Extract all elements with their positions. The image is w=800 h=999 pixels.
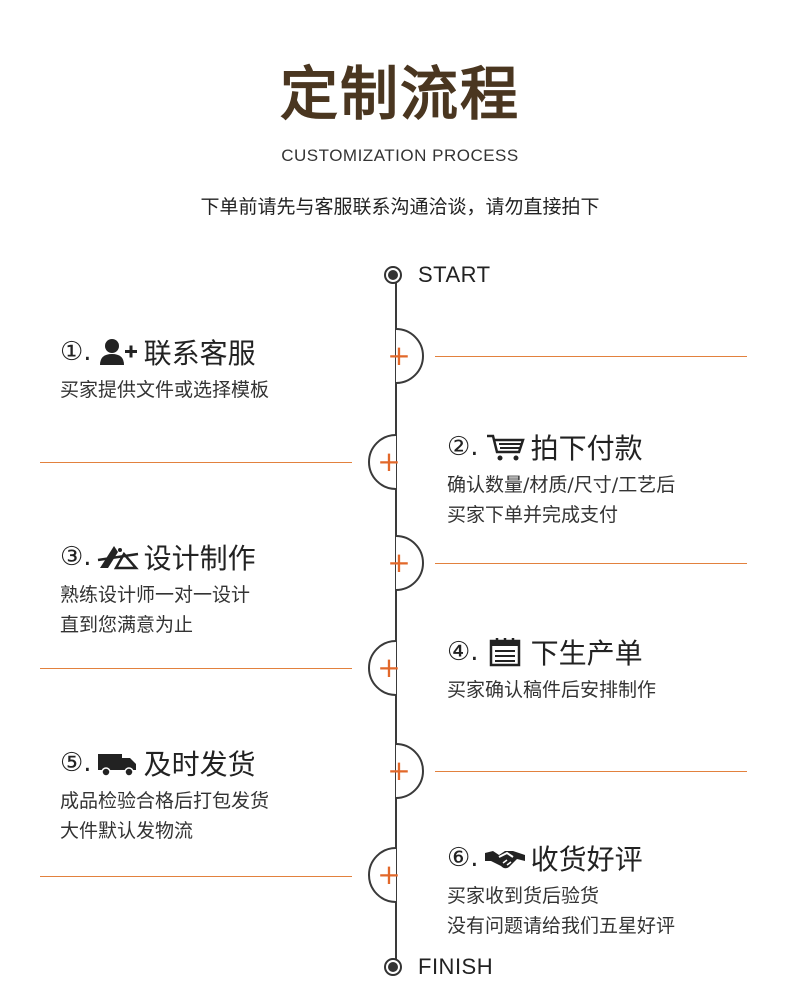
step-1-label: 联系客服 [143, 337, 256, 370]
step-1-desc: 买家提供文件或选择模板 [60, 375, 269, 405]
calendar-icon [483, 637, 527, 667]
finish-label: FINISH [418, 954, 494, 979]
step-1-title: ①. 联系客服 [60, 332, 256, 372]
step-4-desc: 买家确认稿件后安排制作 [447, 675, 656, 705]
step-2-desc-line: 买家下单并完成支付 [447, 504, 619, 526]
page-title: 定制流程 [279, 60, 520, 128]
handshake-icon [483, 843, 527, 873]
step-3-desc-line: 熟练设计师一对一设计 [60, 584, 251, 606]
step-4-desc-line: 买家确认稿件后安排制作 [447, 679, 657, 701]
truck-icon [96, 748, 140, 778]
divider-line [435, 563, 747, 564]
step-5-number: ⑤. [60, 748, 92, 778]
step-6-desc-line: 买家收到货后验货 [447, 885, 600, 907]
divider-line [435, 356, 747, 357]
step-2-title: ②. 拍下付款 [447, 427, 643, 467]
step-5-title: ⑤. 及时发货 [60, 743, 256, 783]
plus-icon: + [377, 858, 401, 891]
step-3-desc: 熟练设计师一对一设计 直到您满意为止 [60, 580, 250, 640]
start-label: START [418, 262, 491, 287]
step-3-label: 设计制作 [143, 542, 256, 575]
step-6-desc: 买家收到货后验货 没有问题请给我们五星好评 [447, 881, 675, 941]
step-2-desc-line: 确认数量/材质/尺寸/工艺后 [447, 474, 676, 496]
step-6-number: ⑥. [447, 843, 479, 873]
step-4-number: ④. [447, 637, 479, 667]
step-6-label: 收货好评 [530, 843, 643, 876]
step-3-number: ③. [60, 542, 92, 572]
finish-node [384, 958, 402, 976]
start-node [384, 266, 402, 284]
step-6-desc-line: 没有问题请给我们五星好评 [447, 915, 676, 937]
timeline-line [395, 276, 397, 968]
step-4-label: 下生产单 [530, 637, 643, 670]
divider-line [40, 462, 352, 463]
step-5-label: 及时发货 [143, 748, 256, 781]
plus-icon: + [377, 445, 401, 478]
divider-line [40, 876, 352, 877]
step-3-desc-line: 直到您满意为止 [60, 614, 194, 636]
plus-icon: + [377, 651, 401, 684]
step-3-title: ③. 设计制作 [60, 537, 256, 577]
step-6-title: ⑥. 收货好评 [447, 838, 643, 878]
step-2-label: 拍下付款 [530, 432, 643, 465]
divider-line [40, 668, 352, 669]
plus-icon: + [387, 546, 411, 579]
add-user-icon [96, 337, 140, 367]
order-note: 下单前请先与客服联系沟通洽谈，请勿直接拍下 [200, 196, 600, 218]
plus-icon: + [387, 754, 411, 787]
step-5-desc-line: 大件默认发物流 [60, 820, 194, 842]
page-subtitle: CUSTOMIZATION PROCESS [281, 146, 519, 165]
divider-line [435, 771, 747, 772]
step-2-desc: 确认数量/材质/尺寸/工艺后 买家下单并完成支付 [447, 470, 675, 530]
step-1-desc-line: 买家提供文件或选择模板 [60, 379, 270, 401]
step-1-number: ①. [60, 337, 92, 367]
step-4-title: ④. 下生产单 [447, 632, 643, 672]
shopping-cart-icon [483, 432, 527, 462]
step-5-desc: 成品检验合格后打包发货 大件默认发物流 [60, 786, 269, 846]
step-2-number: ②. [447, 432, 479, 462]
design-tools-icon [96, 542, 140, 572]
plus-icon: + [387, 339, 411, 372]
step-5-desc-line: 成品检验合格后打包发货 [60, 790, 270, 812]
